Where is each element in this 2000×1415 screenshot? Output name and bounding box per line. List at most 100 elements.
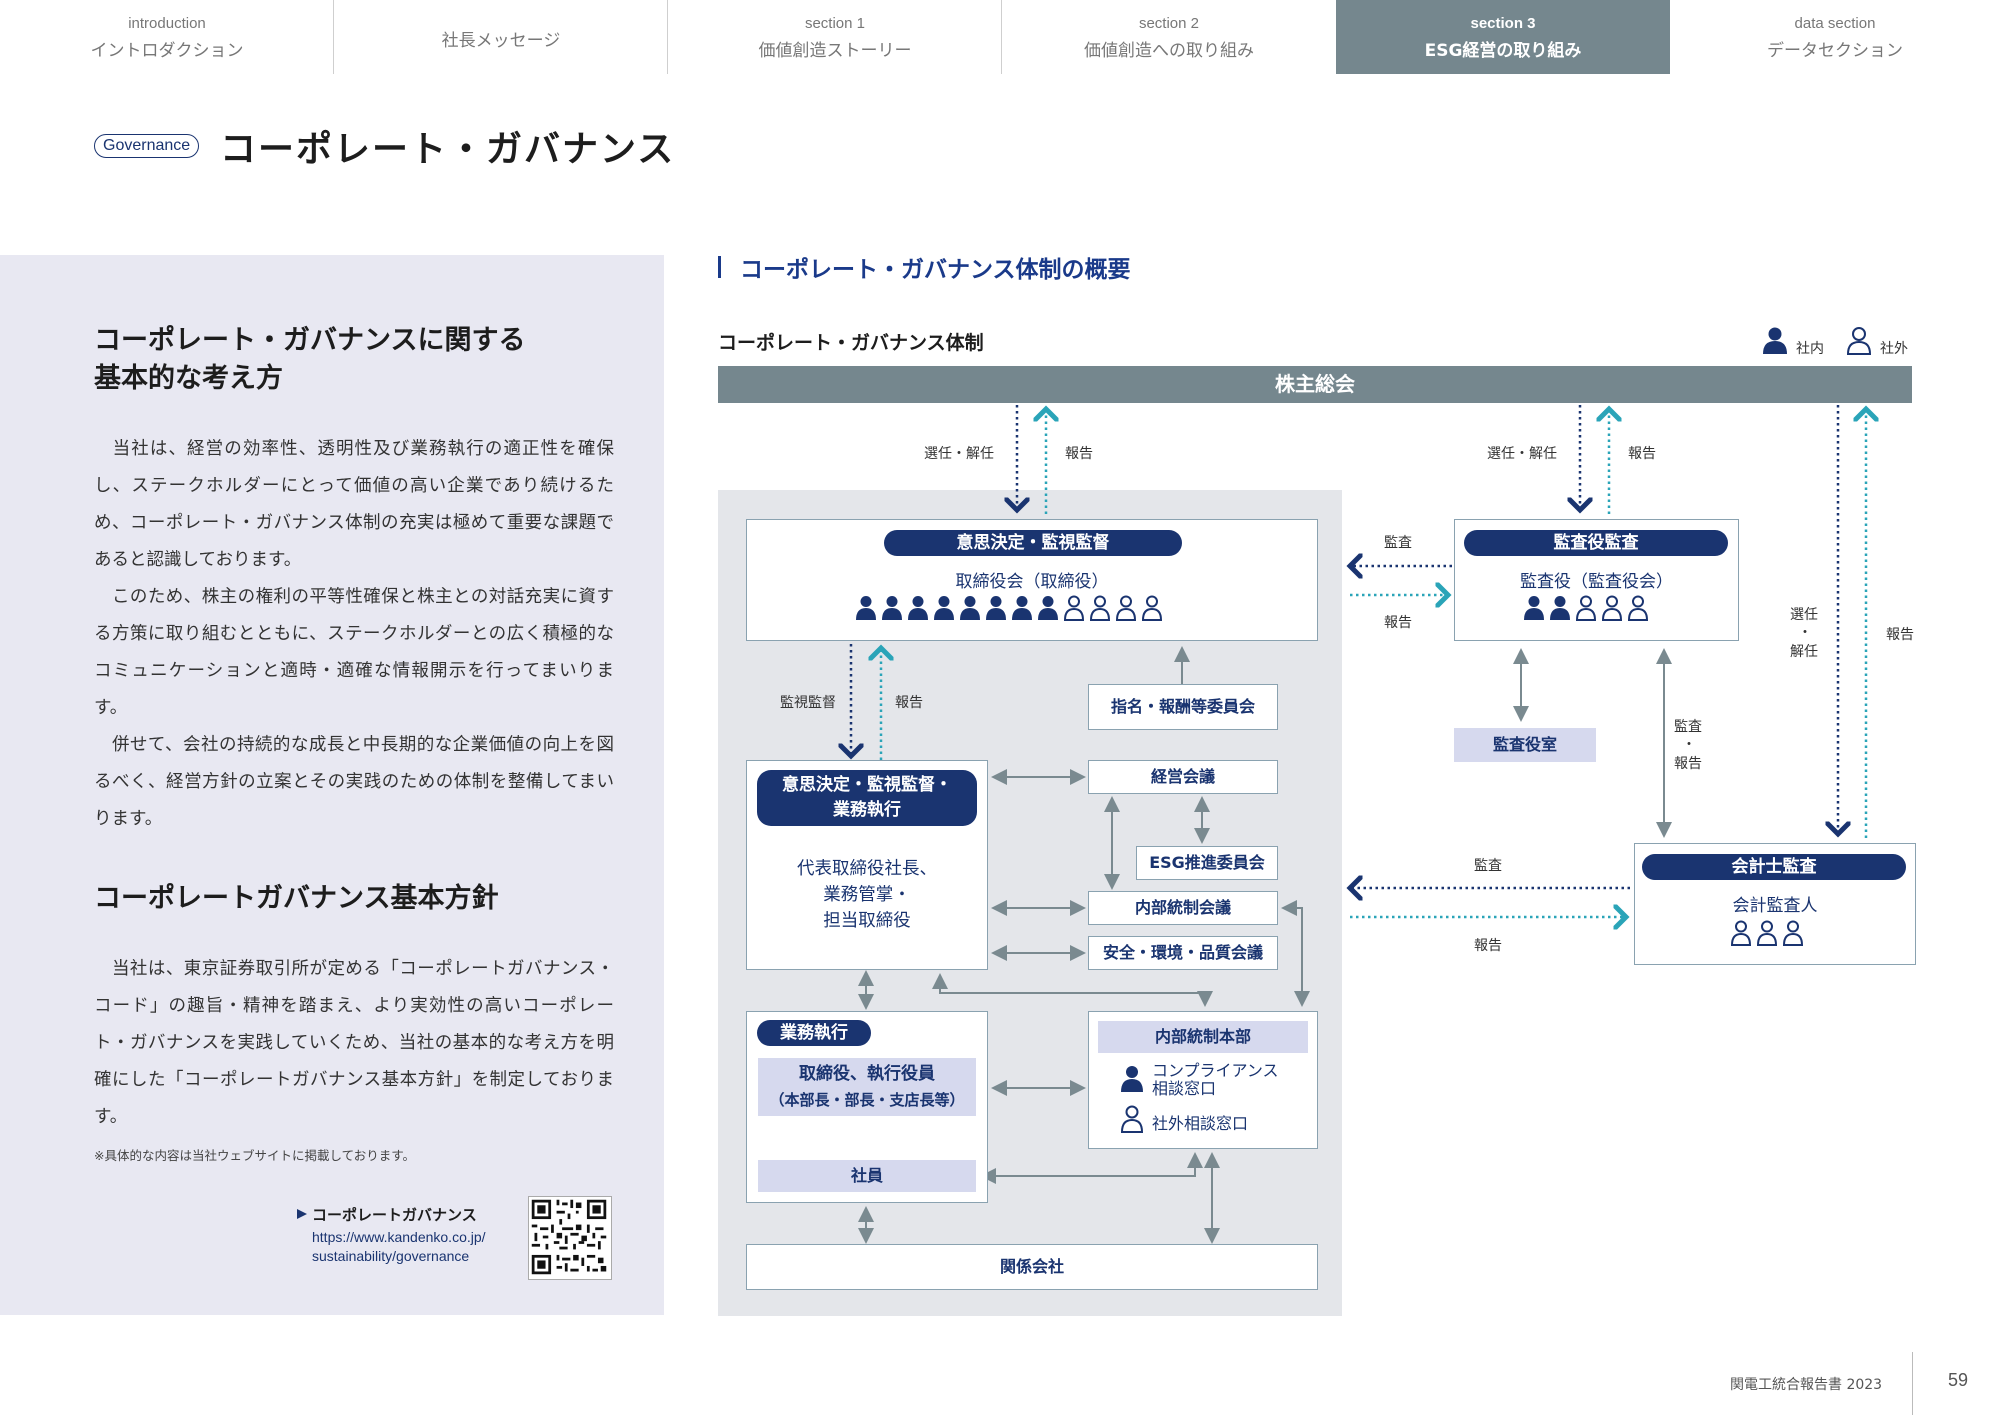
executive-role-pill: 意思決定・監視監督・ 業務執行 [757, 770, 977, 826]
inside-person-icon [882, 596, 902, 620]
guideline-heading: コーポレートガバナンス基本方針 [94, 883, 499, 914]
page-title: コーポレート・ガバナンス [220, 129, 676, 170]
pill-line: 業務執行 [833, 800, 901, 820]
accountant-role-pill: 会計士監査 [1642, 854, 1906, 880]
label-report: 報告 [1628, 446, 1656, 462]
employees-box: 社員 [758, 1160, 976, 1192]
paragraph: 併せて、会社の持続的な成長と中長期的な企業価値の向上を図るべく、経営方針の立案と… [94, 735, 614, 829]
legend-outside-label: 社外 [1880, 341, 1908, 357]
pill-line: 意思決定・監視監督・ [782, 775, 952, 795]
exec-line: 担当取締役 [823, 911, 911, 931]
label-report-v: 報告 [1674, 756, 1702, 772]
internal-control-hq-title: 内部統制本部 [1098, 1021, 1308, 1053]
tab-section-3[interactable]: section 3 ESG経営の取り組み [1336, 0, 1670, 74]
qr-pattern [531, 1199, 607, 1275]
tab-en-label: data section [1794, 15, 1876, 32]
heading-line: コーポレート・ガバナンスに関する [94, 325, 526, 356]
tab-introduction[interactable]: introduction イントロダクション [0, 0, 334, 74]
outside-person-icon [1601, 595, 1623, 621]
board-name: 取締役会（取締役） [955, 572, 1109, 592]
outside-person-icon [1120, 1105, 1144, 1133]
link-url-line: sustainability/governance [312, 1248, 470, 1264]
paragraph: 当社は、東京証券取引所が定める「コーポレートガバナンス・コード」の趣旨・精神を踏… [94, 959, 614, 1127]
inside-person-icon [1550, 596, 1570, 620]
diagram-subtitle: コーポレート・ガバナンス体制 [718, 332, 984, 354]
link-url-line: https://www.kandenko.co.jp/ [312, 1229, 486, 1245]
auditor-members [1523, 595, 1649, 621]
external-window: 社外相談窓口 [1152, 1114, 1249, 1133]
inside-person-icon [960, 596, 980, 620]
compliance-line: コンプライアンス [1152, 1061, 1279, 1080]
label-report: 報告 [1065, 446, 1093, 462]
legend-inside-label: 社内 [1796, 341, 1824, 357]
board-role-pill: 意思決定・監視監督 [884, 530, 1182, 556]
qr-code-icon [528, 1196, 612, 1280]
tab-section-1[interactable]: section 1 価値創造ストーリー [668, 0, 1002, 74]
heading-line: 基本的な考え方 [94, 363, 283, 394]
label-report: 報告 [1474, 938, 1502, 954]
tab-en-label: section 1 [804, 15, 866, 32]
paragraph: このため、株主の権利の平等性確保と株主との対話充実に資する方策に取り組むとともに… [94, 587, 614, 718]
tab-divider [667, 0, 668, 74]
auditor-name: 監査役（監査役会） [1520, 572, 1673, 592]
outside-person-icon [1575, 595, 1597, 621]
tab-jp-label: データセクション [1767, 41, 1903, 61]
footer-divider [1912, 1352, 1913, 1415]
tab-en-label: section 2 [1138, 15, 1200, 32]
outside-person-icon [1089, 595, 1111, 621]
tab-jp-label: ESG経営の取り組み [1424, 41, 1582, 61]
triangle-bullet-icon [297, 1209, 307, 1219]
label-select-dismiss: 選任・解任 [924, 446, 994, 462]
outside-person-icon [1730, 920, 1752, 946]
outside-person-icon [1141, 595, 1163, 621]
executive-names: 代表取締役社長、 業務管掌・ 担当取締役 [746, 856, 988, 934]
inside-person-icon [934, 596, 954, 620]
compliance-line: 相談窓口 [1152, 1079, 1217, 1098]
footnote: ※具体的な内容は当社ウェブサイトに掲載しております。 [94, 1148, 415, 1163]
outside-person-icon [1115, 595, 1137, 621]
label-supervise: 監視監督 [780, 695, 836, 711]
tab-divider [333, 0, 334, 74]
inside-person-icon [1121, 1066, 1143, 1092]
operations-role-pill: 業務執行 [757, 1020, 871, 1046]
report-title: 関電工統合報告書 2023 [1730, 1377, 1883, 1393]
outside-person-icon [1627, 595, 1649, 621]
governance-link[interactable]: https://www.kandenko.co.jp/ sustainabili… [312, 1228, 486, 1266]
accountant-name: 会計監査人 [1732, 896, 1818, 916]
top-navigation: introduction イントロダクション 社長メッセージ section 1… [0, 0, 2000, 74]
label-audit: 監査 [1474, 858, 1502, 874]
tab-divider [1001, 0, 1002, 74]
outside-person-icon [1782, 920, 1804, 946]
basic-policy-heading: コーポレート・ガバナンスに関する 基本的な考え方 [94, 322, 525, 398]
operations-members-box: 取締役、執行役員 （本部長・部長・支店長等） [758, 1058, 976, 1116]
inside-person-icon [986, 596, 1006, 620]
label-dot: ・ [1682, 737, 1696, 753]
label-audit: 監査 [1384, 535, 1412, 551]
link-title: コーポレートガバナンス [312, 1206, 477, 1224]
inside-person-icon [1524, 596, 1544, 620]
outside-person-icon [1756, 920, 1778, 946]
inside-person-icon [1763, 327, 1787, 354]
left-panel [0, 255, 664, 1315]
label-audit-v: 監査 [1674, 719, 1702, 735]
governance-badge: Governance [94, 134, 200, 158]
label-report: 報告 [1384, 615, 1412, 631]
ops-line: 取締役、執行役員 [799, 1064, 935, 1084]
inside-person-icon [856, 596, 876, 620]
auditor-role-pill: 監査役監査 [1464, 530, 1728, 556]
tab-section-2[interactable]: section 2 価値創造への取り組み [1002, 0, 1336, 74]
tab-data-section[interactable]: data section データセクション [1670, 0, 2000, 74]
inside-person-icon [1038, 596, 1058, 620]
tab-en-label: section 3 [1470, 15, 1536, 32]
label-report: 報告 [895, 695, 923, 711]
management-meeting-box: 経営会議 [1088, 760, 1278, 794]
esg-committee-box: ESG推進委員会 [1136, 846, 1278, 880]
tab-jp-label: 社長メッセージ [441, 31, 561, 51]
board-members [855, 595, 1163, 621]
ops-line: （本部長・部長・支店長等） [769, 1091, 965, 1109]
label-select-v: 選任 [1790, 607, 1818, 623]
outside-person-icon [1063, 595, 1085, 621]
exec-line: 代表取締役社長、 [797, 859, 937, 879]
tab-president-message[interactable]: 社長メッセージ [334, 0, 668, 74]
